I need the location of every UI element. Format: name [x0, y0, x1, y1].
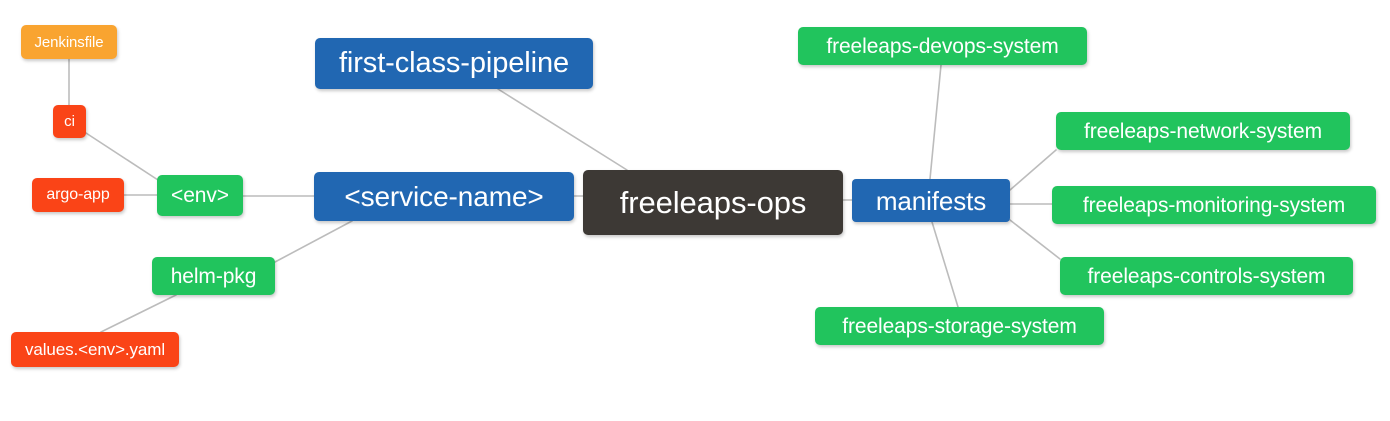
node-manifests[interactable]: manifests	[852, 179, 1010, 222]
node-label: freeleaps-devops-system	[826, 34, 1059, 58]
node-label: <env>	[171, 184, 229, 207]
node-freeleaps-controls-system[interactable]: freeleaps-controls-system	[1060, 257, 1353, 295]
node-argo-app[interactable]: argo-app	[32, 178, 124, 212]
node-label: freeleaps-controls-system	[1087, 264, 1326, 288]
node-service-name[interactable]: <service-name>	[314, 172, 574, 221]
node-values-yaml[interactable]: values.<env>.yaml	[11, 332, 179, 367]
edge-manifests-to-freeleaps-controls-system	[1009, 219, 1061, 260]
edge-first-class-pipeline-to-freeleaps-ops	[497, 88, 628, 171]
node-freeleaps-monitoring-system[interactable]: freeleaps-monitoring-system	[1052, 186, 1376, 224]
edge-manifests-to-freeleaps-network-system	[1009, 149, 1057, 191]
node-label: freeleaps-ops	[619, 185, 807, 220]
node-label: freeleaps-monitoring-system	[1082, 193, 1346, 217]
node-label: freeleaps-storage-system	[842, 314, 1077, 338]
edge-manifests-to-freeleaps-devops-system	[929, 64, 942, 180]
node-ci[interactable]: ci	[53, 105, 86, 138]
node-freeleaps-network-system[interactable]: freeleaps-network-system	[1056, 112, 1350, 150]
node-freeleaps-storage-system[interactable]: freeleaps-storage-system	[815, 307, 1104, 345]
edge-ci-to-env	[85, 132, 159, 181]
node-helm-pkg[interactable]: helm-pkg	[152, 257, 275, 295]
node-label: manifests	[875, 185, 987, 216]
node-jenkinsfile[interactable]: Jenkinsfile	[21, 25, 117, 59]
node-label: argo-app	[46, 186, 110, 203]
node-label: freeleaps-network-system	[1083, 119, 1322, 143]
node-env[interactable]: <env>	[157, 175, 243, 216]
node-label: Jenkinsfile	[34, 33, 104, 51]
node-freeleaps-devops-system[interactable]: freeleaps-devops-system	[798, 27, 1087, 65]
edge-manifests-to-freeleaps-storage-system	[931, 221, 959, 308]
edge-values-yaml-to-helm-pkg	[100, 294, 177, 333]
node-label: first-class-pipeline	[338, 47, 570, 79]
node-label: ci	[64, 113, 75, 130]
node-label: helm-pkg	[170, 264, 257, 288]
node-freeleaps-ops[interactable]: freeleaps-ops	[583, 170, 843, 235]
edge-helm-pkg-to-service-name	[274, 220, 353, 263]
node-first-class-pipeline[interactable]: first-class-pipeline	[315, 38, 593, 89]
node-label: <service-name>	[344, 180, 544, 212]
node-label: values.<env>.yaml	[24, 340, 166, 359]
